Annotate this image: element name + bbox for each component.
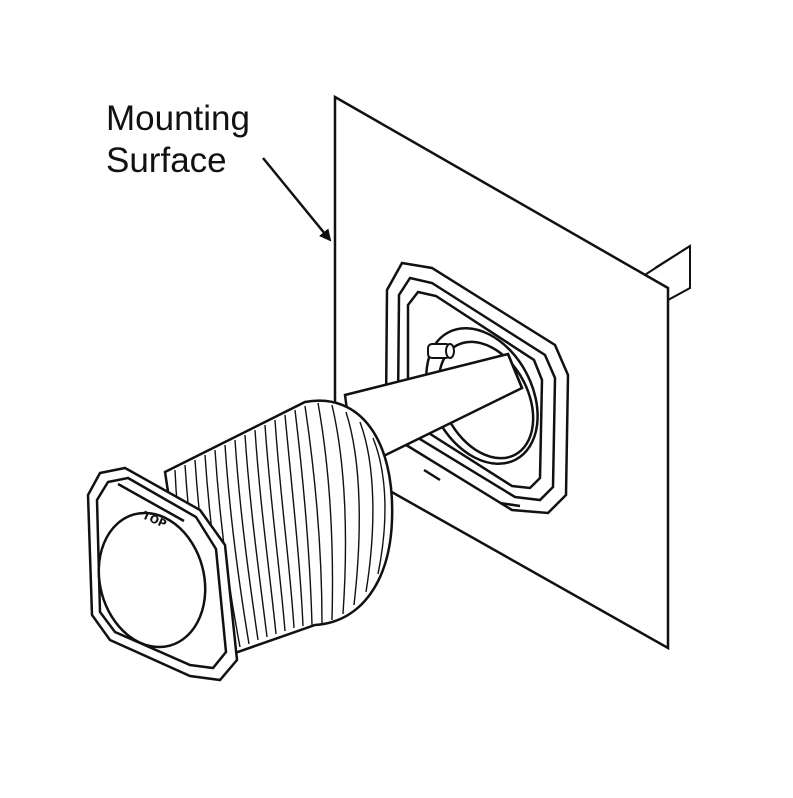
locating-pin — [427, 343, 455, 359]
callout-line-1: Mounting — [106, 99, 250, 138]
knob-face: TOP — [86, 466, 239, 682]
mounting-surface-callout: Mounting Surface — [106, 98, 250, 182]
callout-line-2: Surface — [106, 141, 227, 180]
callout-arrow-icon — [262, 157, 332, 242]
